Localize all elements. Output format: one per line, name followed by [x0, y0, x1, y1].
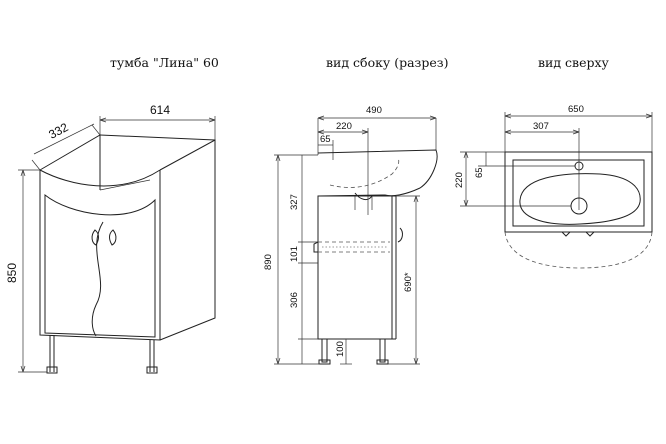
top-width-label: 650: [568, 104, 584, 115]
top-center-label: 307: [533, 121, 549, 132]
side-middle-label: 101: [289, 246, 300, 262]
side-leg-back: [321, 338, 328, 363]
top-plan-view: 650 307 220 65: [454, 104, 653, 269]
side-section-view: 490 220 65: [263, 105, 438, 365]
top-depth-label: 220: [454, 172, 465, 188]
side-basin-level-label: 690*: [403, 272, 414, 292]
side-tap-label: 65: [320, 134, 331, 145]
side-view-title: вид сбоку (разрез): [326, 55, 449, 70]
cabinet-front-outline: [39, 170, 161, 341]
side-door-handle-icon: [397, 227, 403, 243]
basin-bowl-hidden-line: [329, 157, 400, 188]
top-view-title: вид сверху: [538, 55, 609, 70]
drain-fitting-icon: [354, 192, 373, 201]
side-lower-label: 306: [289, 292, 300, 308]
top-cabinet-hidden-outline: [504, 231, 653, 269]
cabinet-depth-dimension-line: [33, 123, 95, 155]
cabinet-width-label: 614: [150, 103, 170, 117]
left-door-handle-icon: [91, 229, 99, 246]
cabinet-perspective-view: 614 332 850: [5, 103, 216, 374]
cabinet-depth-label: 332: [46, 120, 71, 142]
top-basin-rim: [504, 151, 653, 233]
side-leg-front: [379, 338, 386, 363]
door-wave-line: [91, 221, 104, 337]
cabinet-back-top-edge: [99, 134, 216, 141]
cabinet-side-face: [159, 139, 216, 341]
right-door-handle-icon: [109, 229, 117, 246]
cabinet-inner-edge: [99, 179, 151, 191]
top-bowl-outline: [519, 173, 641, 225]
basin-section-outline: [317, 149, 438, 197]
side-total-height-label: 890: [263, 254, 274, 270]
top-basin-inner-rim: [512, 159, 645, 227]
cabinet-height-label: 850: [5, 263, 19, 283]
top-mount-brackets-icon: [561, 231, 595, 237]
cabinet-view-title: тумба "Лина" 60: [110, 55, 219, 70]
side-upper-label: 327: [289, 194, 300, 210]
cabinet-top-curve: [39, 169, 161, 187]
top-tap-label: 65: [474, 167, 485, 178]
side-depth-label: 490: [366, 105, 382, 116]
side-legs-label: 100: [335, 341, 346, 357]
side-drain-label: 220: [336, 121, 352, 132]
side-cabinet-body: [317, 195, 393, 340]
cabinet-door-panel: [44, 193, 156, 338]
